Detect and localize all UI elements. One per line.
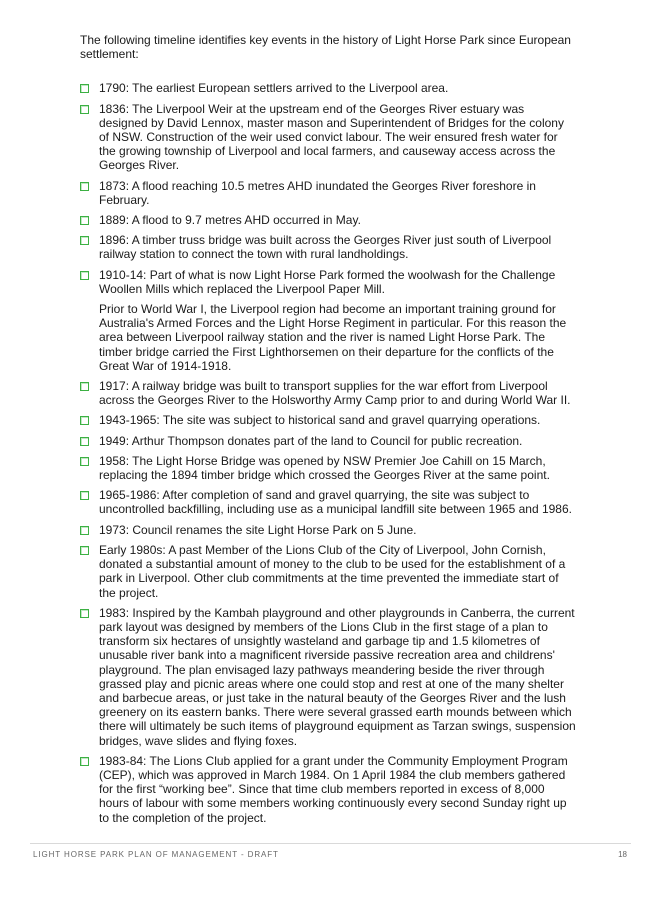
timeline-item-text: 1949: Arthur Thompson donates part of th…	[99, 433, 523, 448]
timeline-item-text: 1983-84: The Lions Club applied for a gr…	[99, 753, 568, 825]
timeline-item-text: 1873: A flood reaching 10.5 metres AHD i…	[99, 178, 536, 207]
checkbox-bullet-icon	[80, 181, 89, 191]
timeline-item-note: Prior to World War I, the Liverpool regi…	[99, 302, 567, 373]
timeline-item-text: 1965-1986: After completion of sand and …	[99, 488, 572, 517]
timeline-item: Early 1980s: A past Member of the Lions …	[80, 543, 576, 600]
checkbox-bullet-icon	[80, 525, 89, 535]
timeline-item-text: Early 1980s: A past Member of the Lions …	[99, 542, 566, 600]
timeline-item-text: 1958: The Light Horse Bridge was opened …	[99, 453, 550, 483]
checkbox-bullet-icon	[80, 84, 89, 94]
checkbox-bullet-icon	[80, 382, 89, 392]
timeline-item: 1973: Council renames the site Light Hor…	[80, 523, 576, 537]
timeline-item: 1873: A flood reaching 10.5 metres AHD i…	[80, 179, 576, 207]
footer-divider	[30, 843, 631, 844]
checkbox-bullet-icon	[80, 270, 89, 280]
checkbox-bullet-icon	[80, 491, 89, 501]
timeline-item: 1836: The Liverpool Weir at the upstream…	[80, 102, 576, 173]
checkbox-bullet-icon	[80, 456, 89, 466]
timeline-item: 1983-84: The Lions Club applied for a gr…	[80, 754, 576, 825]
timeline-item-text: 1889: A flood to 9.7 metres AHD occurred…	[99, 213, 361, 228]
checkbox-bullet-icon	[80, 236, 89, 246]
timeline-item: 1965-1986: After completion of sand and …	[80, 488, 576, 516]
timeline-item: 1910-14: Part of what is now Light Horse…	[80, 268, 576, 373]
footer-title: LIGHT HORSE PARK PLAN OF MANAGEMENT - DR…	[33, 850, 279, 859]
checkbox-bullet-icon	[80, 216, 89, 226]
timeline-list: 1790: The earliest European settlers arr…	[80, 81, 576, 825]
timeline-item: 1958: The Light Horse Bridge was opened …	[80, 454, 576, 482]
timeline-item: 1917: A railway bridge was built to tran…	[80, 379, 576, 407]
page-number: 18	[618, 850, 627, 859]
checkbox-bullet-icon	[80, 545, 89, 555]
timeline-item-text: 1896: A timber truss bridge was built ac…	[99, 233, 552, 262]
timeline-item-text: 1836: The Liverpool Weir at the upstream…	[99, 101, 564, 173]
timeline-item-text: 1943-1965: The site was subject to histo…	[99, 413, 541, 428]
timeline-item-text: 1910-14: Part of what is now Light Horse…	[99, 267, 556, 296]
checkbox-bullet-icon	[80, 608, 89, 618]
intro-paragraph: The following timeline identifies key ev…	[80, 33, 571, 62]
timeline-item: 1889: A flood to 9.7 metres AHD occurred…	[80, 213, 576, 227]
checkbox-bullet-icon	[80, 104, 89, 114]
timeline-item-text: 1917: A railway bridge was built to tran…	[99, 379, 571, 408]
timeline-item: 1949: Arthur Thompson donates part of th…	[80, 434, 576, 448]
checkbox-bullet-icon	[80, 756, 89, 766]
document-body: The following timeline identifies key ev…	[80, 33, 576, 831]
timeline-item: 1790: The earliest European settlers arr…	[80, 81, 576, 95]
checkbox-bullet-icon	[80, 416, 89, 426]
timeline-item-text: 1790: The earliest European settlers arr…	[99, 81, 449, 96]
timeline-item: 1896: A timber truss bridge was built ac…	[80, 233, 576, 261]
timeline-item: 1983: Inspired by the Kambah playground …	[80, 606, 576, 748]
timeline-item-text: 1973: Council renames the site Light Hor…	[99, 522, 417, 537]
timeline-item-text: 1983: Inspired by the Kambah playground …	[99, 605, 576, 748]
checkbox-bullet-icon	[80, 436, 89, 446]
timeline-item: 1943-1965: The site was subject to histo…	[80, 413, 576, 427]
